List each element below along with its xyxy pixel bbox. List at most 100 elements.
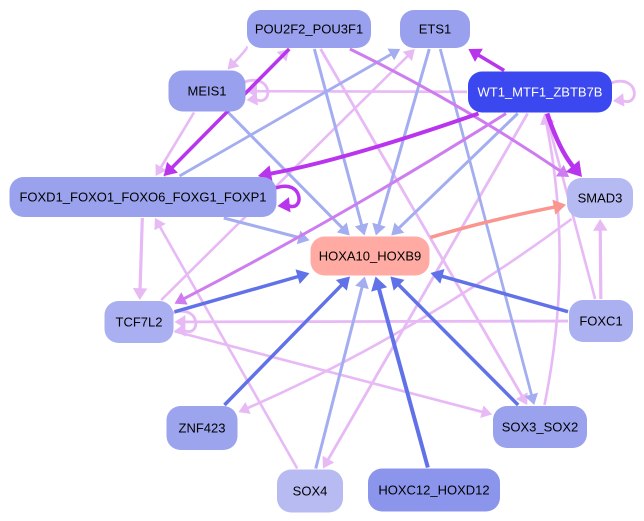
node-foxc1[interactable]: FOXC1: [569, 300, 633, 342]
edge-pou2f2-sox3[interactable]: [319, 48, 525, 399]
edge-meis1-foxd1[interactable]: [158, 111, 196, 170]
edge-sox4-foxd1-arrowhead[interactable]: [154, 218, 166, 231]
edge-tcf7l2-hoxa10[interactable]: [174, 274, 301, 314]
edge-sox3-hoxa10-arrowhead[interactable]: [390, 276, 405, 291]
edge-foxd1-ets1-arrowhead[interactable]: [387, 48, 401, 61]
node-hoxa10-shape[interactable]: [310, 236, 430, 276]
node-znf423-label: ZNF423: [179, 421, 226, 436]
edge-tcf7l2-tcf7l2-arrowhead[interactable]: [174, 323, 186, 337]
edge-smad3-znf423-arrowhead[interactable]: [238, 401, 251, 414]
edge-tcf7l2-hoxa10-arrowhead[interactable]: [295, 269, 310, 285]
node-foxd1[interactable]: FOXD1_FOXO1_FOXO6_FOXG1_FOXP1: [9, 177, 277, 217]
edge-meis1-foxd1-arrowhead[interactable]: [155, 163, 167, 176]
edge-smad3-znf423[interactable]: [245, 217, 573, 410]
edge-pou2f2-hoxa10[interactable]: [312, 48, 364, 228]
node-tcf7l2-shape[interactable]: [104, 301, 174, 343]
edge-pou2f2-foxd1-arrowhead[interactable]: [163, 161, 178, 176]
node-znf423[interactable]: ZNF423: [166, 406, 238, 450]
edge-foxd1-hoxa10-arrowhead[interactable]: [296, 230, 310, 245]
edge-meis1-meis1-selfloop[interactable]: [244, 78, 270, 102]
node-znf423-shape[interactable]: [166, 406, 238, 450]
edge-hoxa10-smad3-arrowhead[interactable]: [552, 199, 566, 215]
node-pou2f2[interactable]: POU2F2_POU3F1: [247, 10, 371, 48]
edge-sox3-hoxa10[interactable]: [396, 282, 520, 407]
edge-pou2f2-smad3-arrowhead[interactable]: [555, 164, 570, 177]
edge-foxd1-foxd1-arrowhead[interactable]: [277, 197, 291, 213]
edge-foxc1-smad3-arrowhead[interactable]: [592, 219, 608, 231]
edge-wt1-smad3[interactable]: [545, 112, 577, 170]
node-ets1-label: ETS1: [419, 22, 452, 37]
edge-wt1-wt1-selfloop[interactable]: [610, 79, 636, 103]
edge-wt1-wt1-arrowhead[interactable]: [613, 93, 625, 107]
edge-foxc1-hoxa10[interactable]: [439, 274, 569, 314]
edge-pou2f2-sox3-arrowhead[interactable]: [515, 392, 528, 405]
edge-hoxc12-hoxa10[interactable]: [376, 286, 430, 469]
edge-meis1-hoxa10-arrowhead[interactable]: [336, 222, 350, 236]
edge-ets1-hoxa10-arrowhead[interactable]: [372, 222, 386, 236]
edge-wt1-foxd1[interactable]: [268, 111, 480, 177]
node-meis1-shape[interactable]: [168, 70, 246, 112]
edge-sox4-hoxa10-arrowhead[interactable]: [355, 276, 369, 290]
edge-hoxa10-smad3[interactable]: [429, 204, 557, 240]
edge-tcf7l2-sox3-arrowhead[interactable]: [480, 405, 492, 419]
edge-pou2f2-meis1-arrowhead[interactable]: [227, 57, 240, 70]
node-smad3[interactable]: SMAD3: [567, 178, 633, 218]
node-sox4-shape[interactable]: [277, 469, 343, 513]
edge-tcf7l2-sox3[interactable]: [174, 330, 485, 414]
node-pou2f2-shape[interactable]: [247, 10, 371, 48]
edge-tcf7l2-ets1-arrowhead[interactable]: [402, 49, 415, 61]
edge-foxd1-tcf7l2-arrowhead[interactable]: [132, 288, 148, 300]
edge-tcf7l2-ets1[interactable]: [160, 53, 410, 301]
node-wt1[interactable]: WT1_MTF1_ZBTB7B: [468, 71, 612, 113]
edge-wt1-smad3-arrowhead[interactable]: [565, 160, 582, 177]
edge-foxd1-hoxa10[interactable]: [223, 216, 302, 240]
node-ets1[interactable]: ETS1: [400, 10, 470, 48]
node-sox3[interactable]: SOX3_SOX2: [493, 406, 587, 448]
edge-wt1-tcf7l2-arrowhead[interactable]: [174, 292, 188, 305]
node-hoxc12-shape[interactable]: [368, 468, 500, 512]
edge-foxc1-smad3[interactable]: [598, 228, 603, 300]
edge-foxd1-ets1[interactable]: [178, 52, 394, 178]
edge-wt1-foxd1-arrowhead[interactable]: [257, 165, 273, 182]
edge-wt1-tcf7l2[interactable]: [181, 112, 507, 301]
node-sox3-shape[interactable]: [493, 406, 587, 448]
node-tcf7l2[interactable]: TCF7L2: [104, 301, 174, 343]
node-hoxa10[interactable]: HOXA10_HOXB9: [310, 236, 430, 276]
node-smad3-label: SMAD3: [578, 191, 623, 206]
edge-wt1-ets1[interactable]: [475, 52, 506, 73]
edge-hoxc12-hoxa10-arrowhead[interactable]: [371, 276, 388, 292]
edge-pou2f2-meis1[interactable]: [232, 46, 248, 65]
edge-wt1-hoxa10[interactable]: [396, 112, 519, 231]
edge-pou2f2-smad3[interactable]: [349, 47, 563, 174]
node-foxc1-shape[interactable]: [569, 300, 633, 342]
edge-ets1-sox3[interactable]: [438, 48, 534, 397]
edge-znf423-hoxa10-arrowhead[interactable]: [335, 276, 350, 291]
node-sox4-label: SOX4: [293, 484, 328, 499]
edge-meis1-meis1-arrowhead[interactable]: [246, 92, 258, 106]
node-tcf7l2-label: TCF7L2: [116, 315, 163, 330]
edge-wt1-ets1-arrowhead[interactable]: [468, 48, 483, 62]
edge-foxc1-hoxa10-arrowhead[interactable]: [430, 268, 445, 284]
node-foxd1-shape[interactable]: [9, 177, 277, 217]
edge-foxd1-tcf7l2[interactable]: [138, 217, 144, 291]
edge-wt1-sox4[interactable]: [326, 112, 529, 462]
node-ets1-shape[interactable]: [400, 10, 470, 48]
edge-sox4-hoxa10[interactable]: [314, 284, 364, 469]
edge-znf423-hoxa10[interactable]: [223, 282, 345, 407]
edge-pou2f2-hoxa10-arrowhead[interactable]: [354, 222, 369, 236]
edge-sox3-wt1[interactable]: [543, 121, 561, 406]
edge-foxc1-tcf7l2[interactable]: [183, 319, 569, 324]
node-hoxc12[interactable]: HOXC12_HOXD12: [368, 468, 500, 512]
node-wt1-shape[interactable]: [468, 71, 612, 113]
edge-foxd1-foxd1-selfloop[interactable]: [274, 184, 301, 209]
node-sox4[interactable]: SOX4: [277, 469, 343, 513]
edge-ets1-sox3-arrowhead[interactable]: [524, 392, 538, 405]
edge-wt1-hoxa10-arrowhead[interactable]: [391, 222, 405, 236]
node-foxd1-label: FOXD1_FOXO1_FOXO6_FOXG1_FOXP1: [19, 190, 266, 205]
node-meis1[interactable]: MEIS1: [168, 70, 246, 112]
edge-wt1-sox4-arrowhead[interactable]: [322, 455, 335, 469]
node-smad3-shape[interactable]: [567, 178, 633, 218]
edge-wt1-meis1[interactable]: [254, 89, 468, 94]
